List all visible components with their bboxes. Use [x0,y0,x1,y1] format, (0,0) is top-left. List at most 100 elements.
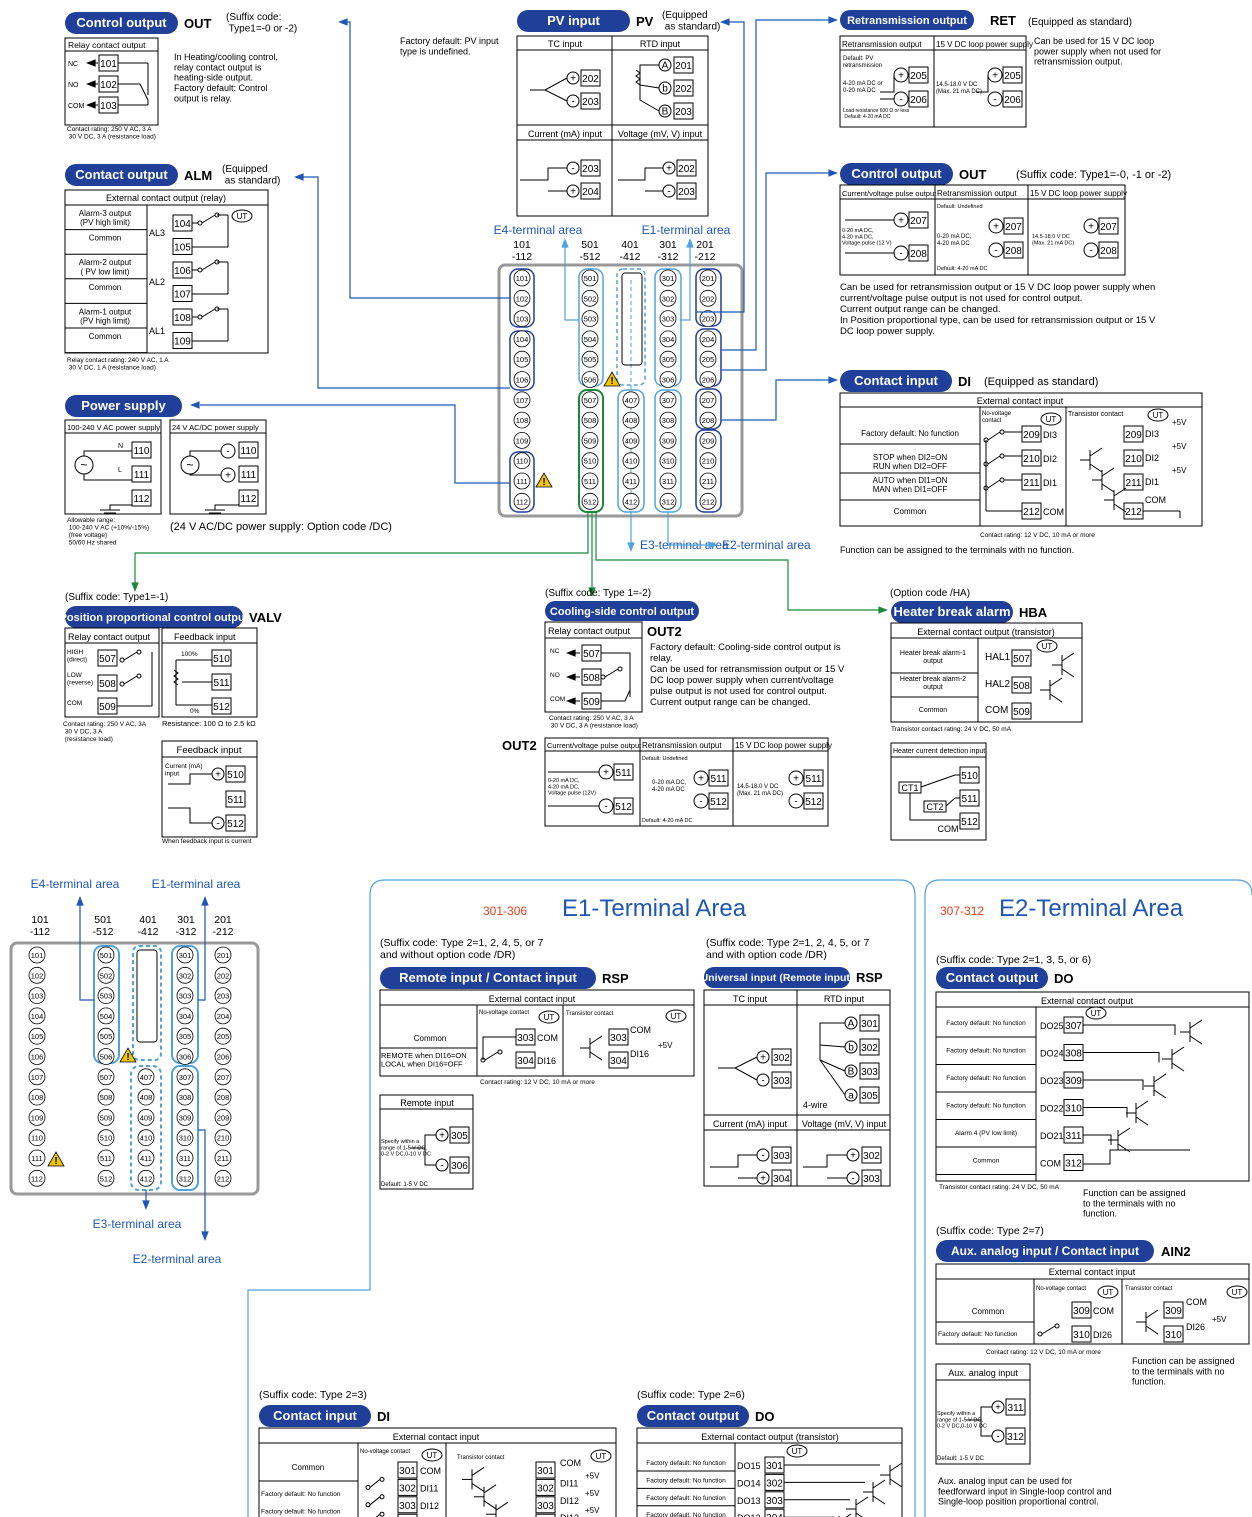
warning-mark: ! [542,477,545,488]
terminal-number: 205 [1004,71,1021,82]
terminal-screw [97,1149,115,1167]
terminal-number: 510 [213,654,230,665]
transistor-emitter [1049,693,1063,703]
ut-label: UT [1046,415,1057,424]
polarity-circle [1083,218,1099,234]
label: Factory default: No function [261,1508,341,1515]
terminal-number: 509 [583,697,600,708]
note: Factory default: Cooling-side control ou… [650,642,845,708]
label: Common [972,1307,1004,1316]
terminal-number: 205 [910,71,927,82]
terminal-number: 301 [537,1466,554,1477]
warning-mark: ! [610,376,613,387]
wire [1083,1024,1176,1035]
area-label: E1-terminal area [642,223,731,237]
wire [134,512,589,585]
transistor-emitter [471,1482,485,1492]
transistor-collector [471,1466,485,1476]
terminal-screw [622,391,640,409]
switch-blade [201,261,216,271]
contact-node [617,666,623,672]
terminal-number: 204 [582,187,599,198]
suffix-code: (Equipped as standard) [1028,17,1132,28]
terminal-screw-number: 510 [100,1134,113,1143]
terminal-box [97,649,118,667]
terminal-screw-number: 512 [584,497,597,506]
terminal-number: 309 [1165,1306,1182,1317]
ut-mark [1085,1006,1107,1020]
terminal-screw-number: 108 [516,416,529,425]
valv-row: LOW(reverse) [67,672,93,686]
switch-blade [987,455,1001,465]
label: DI12 [420,1501,439,1511]
feedback-box [161,627,258,718]
terminal-number: 101 [100,59,117,70]
polarity-sign: - [851,1174,854,1185]
wire [340,21,510,299]
ut-label: UT [1153,411,1164,420]
group-207-208 [695,388,722,430]
pill-label: Contact input [854,373,938,388]
arrow-to-di [828,376,838,384]
terminal-screw [513,330,531,348]
label: 0-20 mA DC,4-20 mA DC [937,234,972,247]
area-label: E2-terminal area [133,1252,222,1266]
terminal-box [861,1146,882,1164]
terminal-number: 302 [537,1483,554,1494]
terminal-number: 511 [228,795,244,806]
terminal-screw-number: 412 [140,1174,153,1183]
terminal-screw [214,946,232,964]
terminal-screw [28,1109,46,1126]
terminal-number: 511 [711,774,727,785]
terminal-box [908,66,929,84]
contact-node [136,649,142,655]
terminal-screw-number: 507 [584,396,597,405]
arrow-e3b [142,1200,150,1210]
label: Current/voltage pulse output [842,189,937,198]
wire [980,1420,992,1437]
terminal-screw [699,371,717,388]
terminal-box [908,211,929,229]
terminal-screw [176,987,194,1004]
terminal-box [708,792,729,810]
wire [966,1406,992,1421]
terminal-screw [97,966,115,984]
pill-label: Aux. analog input / Contact input [951,1244,1139,1258]
terminal-number: 512 [805,797,822,808]
valv-box [64,627,160,718]
label: DI13 [560,1513,579,1517]
terminal-screw [622,472,640,490]
terminal-box [673,79,694,97]
label: 15 V DC loop power supply [735,741,832,750]
terminal-number: 301 [766,1461,783,1472]
ut-mark [231,209,253,223]
label: Feedback input [177,745,242,756]
terminal-screw-number: 205 [217,1032,230,1041]
label: Common [414,1034,446,1043]
polarity-circle [988,218,1004,234]
terminal-screw [622,452,640,470]
terminal-screw [659,391,677,409]
terminal-number: 303 [766,1496,783,1507]
polarity-circle [693,793,709,809]
arrow-e1 [686,238,694,248]
polarity-sign: + [603,768,609,779]
ut-mark [1040,412,1062,426]
polarity-sign: - [761,1076,764,1087]
rating: Contact rating: 12 V DC, 10 mA or more [480,1079,595,1086]
terminal-number: 207 [910,216,927,227]
section-pill [517,10,630,32]
section-pill [545,601,699,621]
terminal-screw-number: 502 [584,294,597,303]
wire [721,379,832,421]
relay-box [64,37,159,126]
remote-box [379,1094,474,1190]
terminal-box [859,1086,880,1104]
terminal-number: 511 [962,794,978,805]
label: DI11 [420,1483,438,1493]
label: Default: Undefined [937,204,983,210]
terminal-screw [699,431,717,449]
